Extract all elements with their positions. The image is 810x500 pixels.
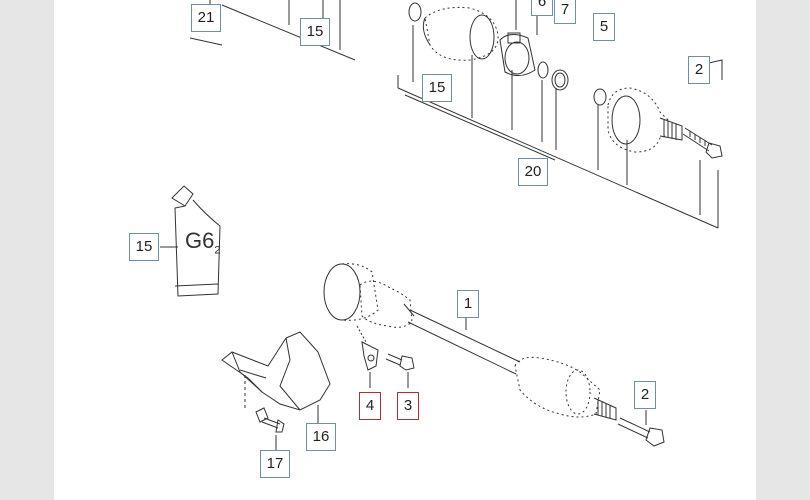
callout-5: 5 [593,13,615,41]
callout-4: 4 [359,392,381,420]
heat-shield-assembly [221,331,331,452]
right-gutter [756,0,810,500]
grease-tube-text: G6 [185,228,215,253]
drive-shaft-assembly [323,263,665,447]
callout-6: 6 [531,0,553,16]
callout-7: 7 [554,0,576,24]
callout-20: 20 [518,158,548,186]
callout-3: 3 [397,392,419,420]
callout-15-grease: 15 [129,233,159,261]
top-right-assembly [397,0,723,229]
callout-1: 1 [457,290,479,318]
grease-tube-icon [160,185,221,297]
callout-21: 21 [191,4,221,32]
circlip-icon [408,2,422,22]
grease-tube-label: G62 [185,228,220,256]
callout-16: 16 [306,423,336,451]
callout-2-bottom: 2 [634,381,656,409]
callout-15-top: 15 [422,74,452,102]
callout-15: 15 [300,18,330,46]
grease-tube-subscript: 2 [214,244,221,257]
callout-17: 17 [260,450,290,478]
callout-2-top: 2 [688,56,710,84]
